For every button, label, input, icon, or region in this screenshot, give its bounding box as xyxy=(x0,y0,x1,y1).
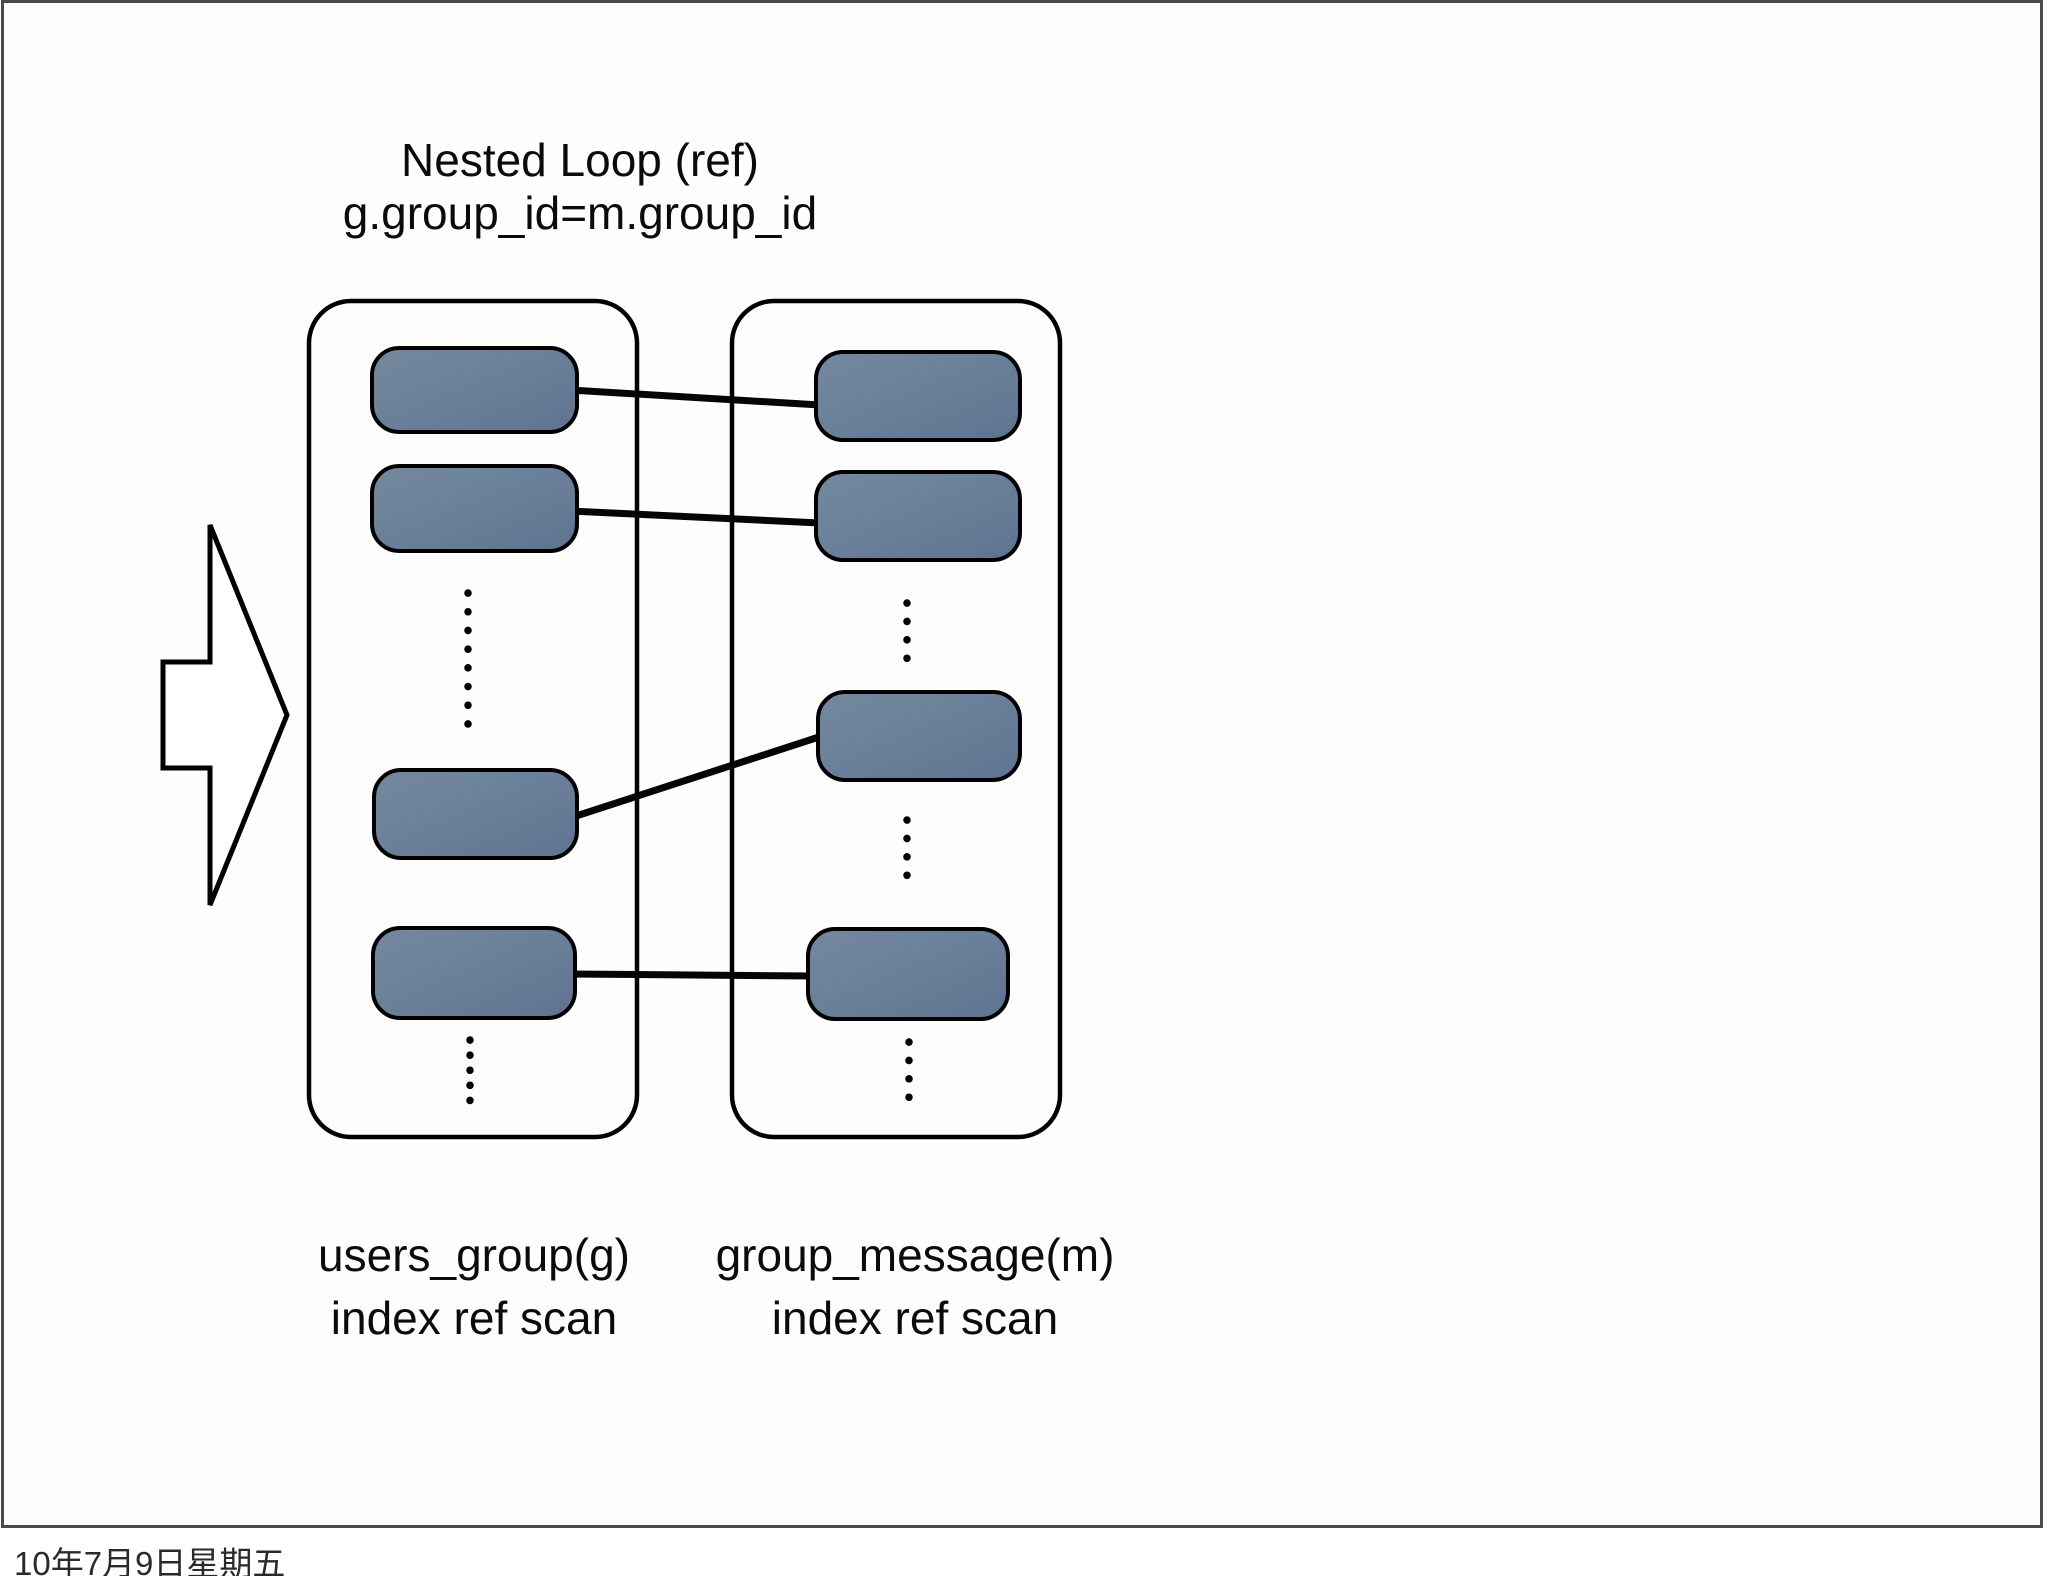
join-connection-2 xyxy=(569,507,821,527)
join-connection-3 xyxy=(568,732,824,822)
join-connection-1 xyxy=(569,386,821,409)
left-row-1 xyxy=(370,346,579,434)
join-connections xyxy=(567,386,824,980)
title-line-2: g.group_id=m.group_id xyxy=(342,187,818,240)
right-row-3 xyxy=(816,690,1022,782)
slide-date-caption: 10年7月9日星期五 xyxy=(14,1545,286,1576)
left-table-label: users_group(g) index ref scan xyxy=(264,1224,684,1351)
title-line-1: Nested Loop (ref) xyxy=(401,134,759,186)
left-row-3 xyxy=(372,768,579,860)
flow-arrow-right-icon xyxy=(160,524,290,906)
join-connection-4 xyxy=(567,970,815,980)
ellipsis-dots xyxy=(464,589,913,1105)
right-table-rows xyxy=(806,350,1022,1021)
right-table-label: group_message(m) index ref scan xyxy=(705,1224,1125,1351)
right-row-1 xyxy=(814,350,1022,442)
right-table-name: group_message(m) xyxy=(715,1229,1115,1281)
left-table-rows xyxy=(370,346,579,1020)
right-row-2 xyxy=(814,470,1022,562)
left-row-4 xyxy=(371,926,577,1020)
left-table-scan-type: index ref scan xyxy=(330,1292,618,1345)
left-row-2 xyxy=(370,464,579,553)
left-table-name: users_group(g) xyxy=(318,1229,630,1281)
diagram-title: Nested Loop (ref) g.group_id=m.group_id xyxy=(180,134,980,241)
right-table-scan-type: index ref scan xyxy=(771,1292,1059,1345)
right-row-4 xyxy=(806,927,1010,1021)
